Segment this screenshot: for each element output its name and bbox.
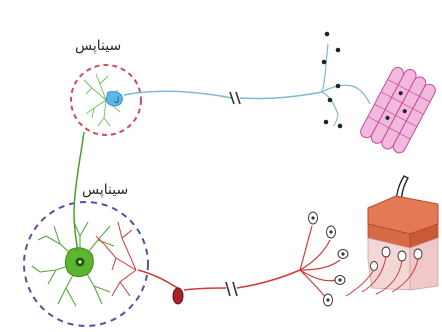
top-synapse: ل	[71, 65, 141, 135]
muscle-fibers	[358, 62, 439, 157]
motor-fiber	[138, 212, 348, 306]
label-synapse-bottom: سیناپس	[82, 182, 128, 198]
bottom-synapse	[24, 202, 148, 326]
svg-text:ل: ل	[114, 96, 119, 104]
label-synapse-top: سیناپس	[75, 38, 121, 54]
sensory-fiber	[124, 32, 370, 129]
